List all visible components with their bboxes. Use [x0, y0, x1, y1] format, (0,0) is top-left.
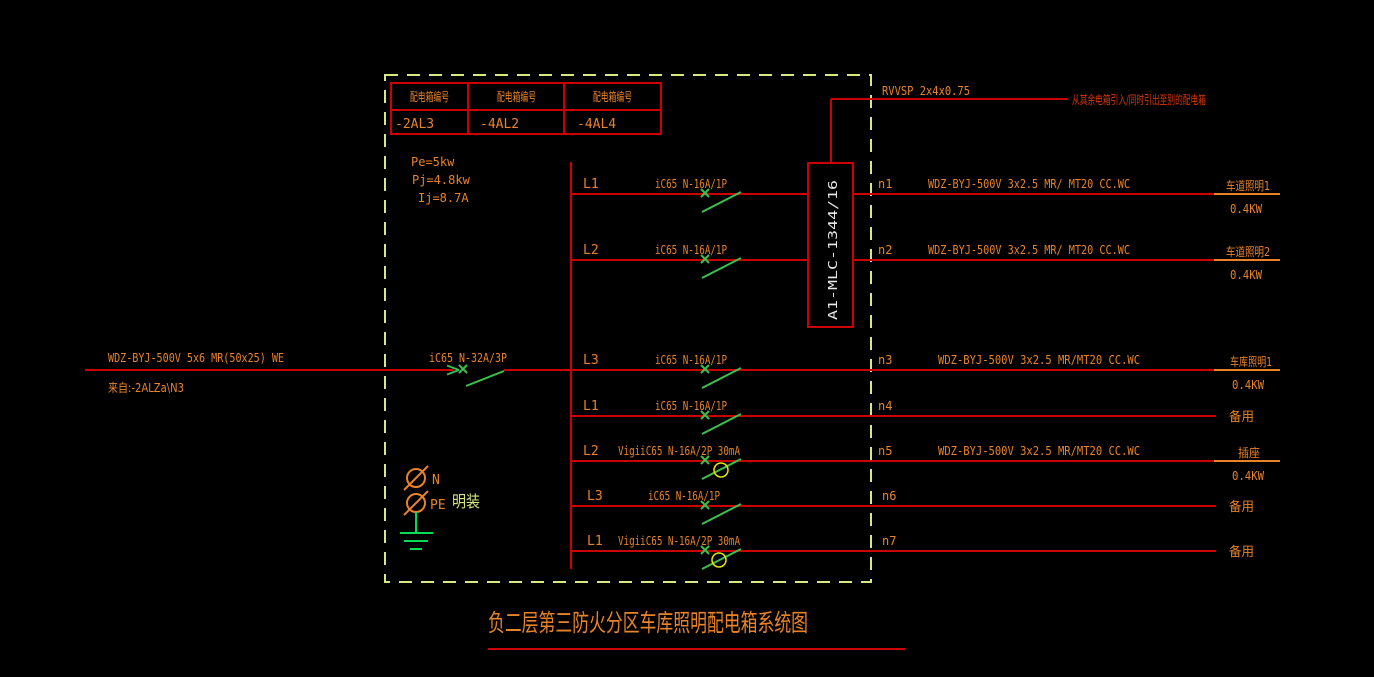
table-cell-panel-id: -4AL2	[480, 117, 519, 132]
circuit-id-label: n1	[878, 177, 892, 191]
table-header: 配电箱编号	[593, 89, 632, 104]
control-module-label: A1-MLC-1344/16	[826, 180, 840, 320]
table-cell-panel-id: -4AL4	[577, 117, 616, 132]
table-border	[390, 82, 662, 135]
circuit-id-label: n2	[878, 243, 892, 257]
circuit-row-n3: L3 iC65 N-16A/1P n3 WDZ-BYJ-500V 3x2.5 M…	[571, 353, 1280, 392]
breaker-cross-icon	[700, 455, 710, 465]
pe-terminal-slash-icon	[403, 490, 429, 516]
circuit-cable-label: WDZ-BYJ-500V 3x2.5 MR/ MT20 CC.WC	[928, 177, 1130, 191]
breaker-switch-icon	[701, 548, 742, 570]
table-cell-panel-id: -2AL3	[395, 117, 434, 132]
circuit-id-label: n7	[882, 534, 896, 548]
phase-label: L1	[587, 534, 603, 549]
load-label: 车库照明1	[1230, 354, 1272, 369]
breaker-cross-icon	[700, 410, 710, 420]
control-cable-label: RVVSP 2x4x0.75	[882, 84, 970, 98]
phase-label: L3	[583, 353, 599, 368]
mounting-label: 明装	[452, 492, 480, 511]
breaker-cross-icon	[458, 364, 468, 374]
n-terminal-label: N	[432, 473, 440, 488]
feeder-source-label: 来自:-2ALZa\N3	[108, 381, 184, 395]
breaker-switch-icon	[701, 458, 742, 480]
breaker-cross-icon	[700, 364, 710, 374]
drawing-title-block: 负二层第三防火分区车库照明配电箱系统图	[488, 609, 905, 650]
phase-label: L1	[583, 399, 599, 414]
circuit-id-label: n6	[882, 489, 896, 503]
breaker-switch-icon	[701, 503, 742, 525]
load-label: 备用	[1229, 544, 1254, 560]
circuit-id-label: n4	[878, 399, 892, 413]
param-pe: Pe=5kw	[411, 155, 455, 169]
breaker-label: VigiiC65 N-16A/2P 30mA	[618, 534, 741, 548]
rcd-circle-icon	[713, 462, 729, 478]
circuit-cable-label: WDZ-BYJ-500V 3x2.5 MR/MT20 CC.WC	[938, 444, 1140, 458]
breaker-cross-icon	[700, 500, 710, 510]
phase-label: L3	[587, 489, 603, 504]
breaker-switch-icon	[465, 370, 505, 387]
breaker-switch-icon	[701, 413, 742, 435]
panel-boundary-dashed-box	[384, 74, 872, 583]
panel-parameters: Pe=5kw Pj=4.8kw Ij=8.7A	[411, 155, 471, 205]
incoming-feeder: WDZ-BYJ-500V 5x6 MR(50x25) WE 来自:-2ALZa\…	[85, 351, 571, 395]
load-power-label: 0.4KW	[1230, 202, 1263, 216]
panel-id-table: 配电箱编号 配电箱编号 配电箱编号 -2AL3 -4AL2 -4AL4	[390, 82, 662, 135]
load-label: 插座	[1238, 445, 1260, 460]
load-label: 车道照明2	[1226, 244, 1270, 259]
circuit-row-n1: L1 iC65 N-16A/1P n1 WDZ-BYJ-500V 3x2.5 M…	[571, 177, 1280, 216]
control-note-label: 从其余电箱引入/同时引出至别的配电箱	[1072, 92, 1206, 107]
arrow-icon	[446, 364, 460, 376]
phase-label: L2	[583, 243, 599, 258]
pe-terminal-label: PE	[430, 498, 446, 513]
rcd-circle-icon	[711, 552, 727, 568]
breaker-cross-icon	[700, 545, 710, 555]
circuit-row-n2: L2 iC65 N-16A/1P n2 WDZ-BYJ-500V 3x2.5 M…	[571, 243, 1280, 282]
breaker-label: iC65 N-16A/1P	[655, 399, 727, 413]
circuit-row-n7: L1 VigiiC65 N-16A/2P 30mA n7 备用	[571, 534, 1254, 570]
breaker-switch-icon	[701, 367, 742, 389]
table-header: 配电箱编号	[410, 89, 449, 104]
phase-label: L2	[583, 444, 599, 459]
load-power-label: 0.4KW	[1232, 469, 1265, 483]
circuit-id-label: n3	[878, 353, 892, 367]
circuit-row-n6: L3 iC65 N-16A/1P n6 备用	[571, 489, 1254, 525]
feeder-cable-label: WDZ-BYJ-500V 5x6 MR(50x25) WE	[108, 351, 284, 365]
breaker-label: iC65 N-16A/1P	[655, 353, 727, 367]
circuit-cable-label: WDZ-BYJ-500V 3x2.5 MR/ MT20 CC.WC	[928, 243, 1130, 257]
table-header: 配电箱编号	[497, 89, 536, 104]
drawing-title: 负二层第三防火分区车库照明配电箱系统图	[488, 609, 808, 637]
circuit-id-label: n5	[878, 444, 892, 458]
breaker-label: iC65 N-16A/1P	[655, 177, 727, 191]
breaker-cross-icon	[700, 188, 710, 198]
load-power-label: 0.4KW	[1230, 268, 1263, 282]
breaker-switch-icon	[701, 191, 742, 213]
n-terminal-icon	[406, 468, 426, 488]
load-label: 车道照明1	[1226, 178, 1270, 193]
control-module-box	[807, 162, 854, 328]
phase-label: L1	[583, 177, 599, 192]
load-label: 备用	[1229, 499, 1254, 515]
breaker-label: VigiiC65 N-16A/2P 30mA	[618, 444, 741, 458]
load-label: 备用	[1229, 409, 1254, 425]
control-module: A1-MLC-1344/16 RVVSP 2x4x0.75 从其余电箱引入/同时…	[807, 84, 1206, 328]
circuit-row-n5: L2 VigiiC65 N-16A/2P 30mA n5 WDZ-BYJ-500…	[571, 444, 1280, 483]
breaker-switch-icon	[701, 257, 742, 279]
param-pj: Pj=4.8kw	[412, 173, 471, 187]
main-breaker-label: iC65 N-32A/3P	[429, 351, 507, 365]
breaker-cross-icon	[700, 254, 710, 264]
circuit-row-n4: L1 iC65 N-16A/1P n4 备用	[571, 399, 1254, 435]
breaker-label: iC65 N-16A/1P	[655, 243, 727, 257]
param-ij: Ij=8.7A	[418, 191, 469, 205]
load-power-label: 0.4KW	[1232, 378, 1265, 392]
n-terminal-slash-icon	[403, 465, 429, 491]
breaker-label: iC65 N-16A/1P	[648, 489, 720, 503]
terminal-block: N PE 明装	[400, 465, 480, 550]
circuit-cable-label: WDZ-BYJ-500V 3x2.5 MR/MT20 CC.WC	[938, 353, 1140, 367]
